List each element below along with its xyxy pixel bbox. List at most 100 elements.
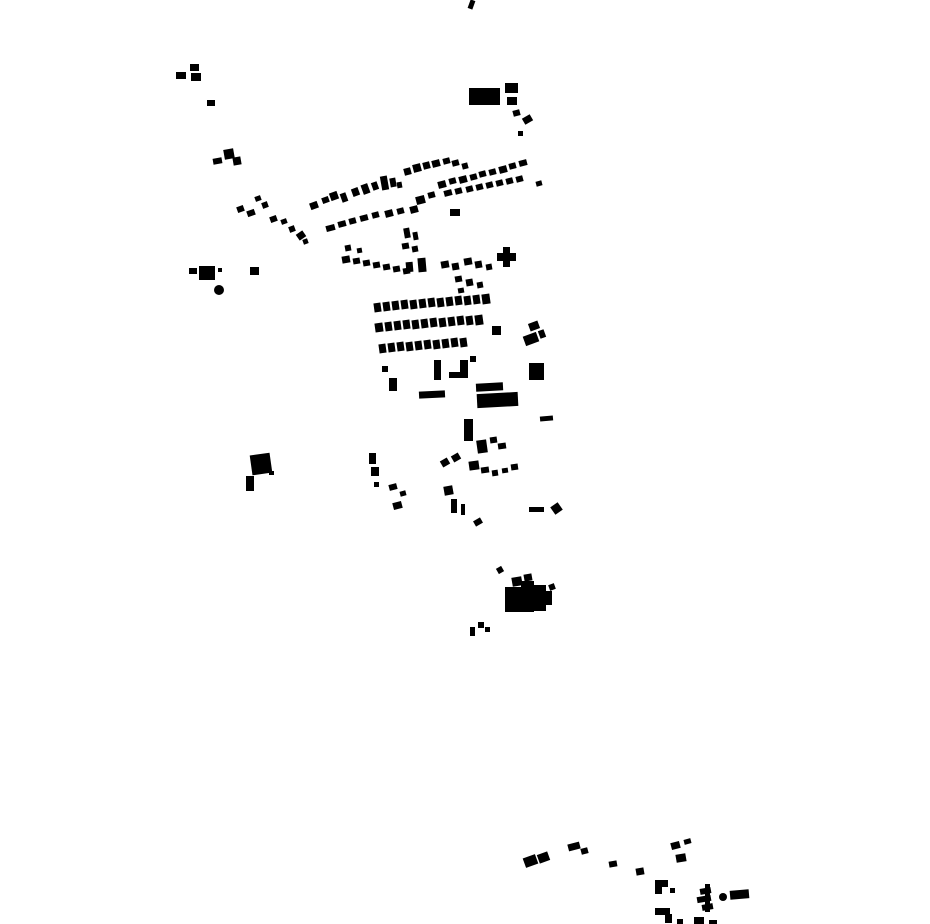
building-footprint [470, 356, 476, 362]
building-footprint [535, 180, 543, 187]
building-footprint [232, 156, 242, 166]
building-footprint [550, 502, 563, 515]
building-footprint [474, 314, 484, 326]
building-footprint [536, 851, 551, 864]
building-footprint [467, 0, 476, 10]
building-footprint [371, 211, 380, 219]
building-footprint [489, 436, 498, 444]
building-footprint [418, 298, 427, 309]
building-footprint [518, 159, 528, 167]
building-footprint [458, 175, 468, 184]
building-footprint [387, 342, 396, 353]
building-footprint [392, 265, 401, 273]
building-footprint [409, 299, 418, 310]
building-footprint [460, 360, 468, 378]
building-footprint [280, 218, 288, 225]
building-footprint [396, 341, 405, 352]
building-footprint [683, 838, 692, 845]
building-footprint [382, 263, 391, 271]
building-footprint [362, 259, 371, 267]
building-footprint [488, 168, 497, 176]
building-footprint [450, 337, 459, 348]
building-footprint [411, 319, 420, 330]
building-footprint [328, 190, 340, 202]
building-footprint [382, 301, 391, 312]
building-footprint [478, 622, 484, 628]
building-footprint [382, 366, 388, 372]
building-footprint [302, 238, 309, 245]
building-footprint [485, 627, 490, 632]
building-footprint [464, 419, 473, 441]
building-footprint [544, 591, 552, 605]
building-footprint [207, 100, 215, 106]
round-structure-footprint [214, 285, 224, 295]
building-footprint [373, 302, 382, 313]
building-footprint [249, 452, 273, 476]
building-footprint [469, 173, 478, 181]
building-footprint [522, 331, 540, 347]
building-footprint [403, 167, 412, 176]
building-footprint [445, 296, 454, 307]
building-footprint [515, 175, 524, 183]
building-footprint [443, 485, 454, 496]
building-footprint [473, 517, 483, 527]
building-footprint [389, 177, 397, 188]
building-footprint [478, 170, 487, 178]
building-footprint [511, 576, 523, 587]
building-footprint [476, 391, 519, 409]
building-footprint [441, 338, 450, 349]
building-footprint [254, 195, 262, 202]
building-footprint [269, 214, 278, 224]
building-footprint [400, 299, 409, 310]
building-footprint [417, 257, 427, 273]
building-footprint [427, 297, 436, 308]
building-footprint [269, 471, 274, 475]
building-footprint [450, 209, 460, 216]
building-footprint [399, 490, 407, 497]
building-footprint [474, 260, 483, 269]
building-footprint [352, 257, 361, 265]
building-footprint [548, 583, 556, 591]
building-footprint [295, 230, 307, 241]
building-footprint [212, 157, 223, 165]
building-footprint [480, 466, 490, 474]
building-footprint [481, 293, 491, 305]
building-footprint [457, 287, 465, 294]
building-footprint [729, 889, 750, 900]
building-footprint [371, 467, 379, 476]
building-footprint [246, 208, 256, 218]
building-footprint [372, 261, 381, 269]
building-footprint [495, 179, 504, 187]
building-footprint [414, 340, 423, 351]
building-footprint [505, 83, 518, 93]
building-footprint [463, 295, 472, 306]
building-footprint [470, 627, 475, 636]
building-footprint [507, 97, 517, 105]
building-footprint [510, 463, 519, 471]
building-footprint [427, 191, 436, 199]
building-footprint [437, 180, 447, 189]
building-footprint [288, 225, 296, 233]
building-footprint [339, 192, 349, 203]
building-footprint [512, 109, 521, 117]
building-footprint [476, 439, 488, 454]
building-footprint [677, 919, 683, 924]
building-footprint [391, 300, 400, 311]
building-footprint [309, 200, 319, 211]
building-footprint [705, 884, 710, 912]
building-footprint [325, 223, 336, 233]
building-footprint [443, 189, 453, 197]
building-footprint [497, 442, 507, 450]
building-footprint [485, 263, 493, 271]
building-footprint [350, 187, 361, 197]
building-footprint [412, 231, 419, 241]
building-footprint [429, 317, 438, 328]
building-footprint [392, 500, 403, 511]
building-footprint [635, 867, 645, 876]
building-footprint [396, 181, 403, 189]
building-footprint [337, 220, 347, 228]
building-footprint [348, 217, 357, 225]
building-footprint [451, 159, 460, 167]
building-footprint [501, 467, 509, 474]
